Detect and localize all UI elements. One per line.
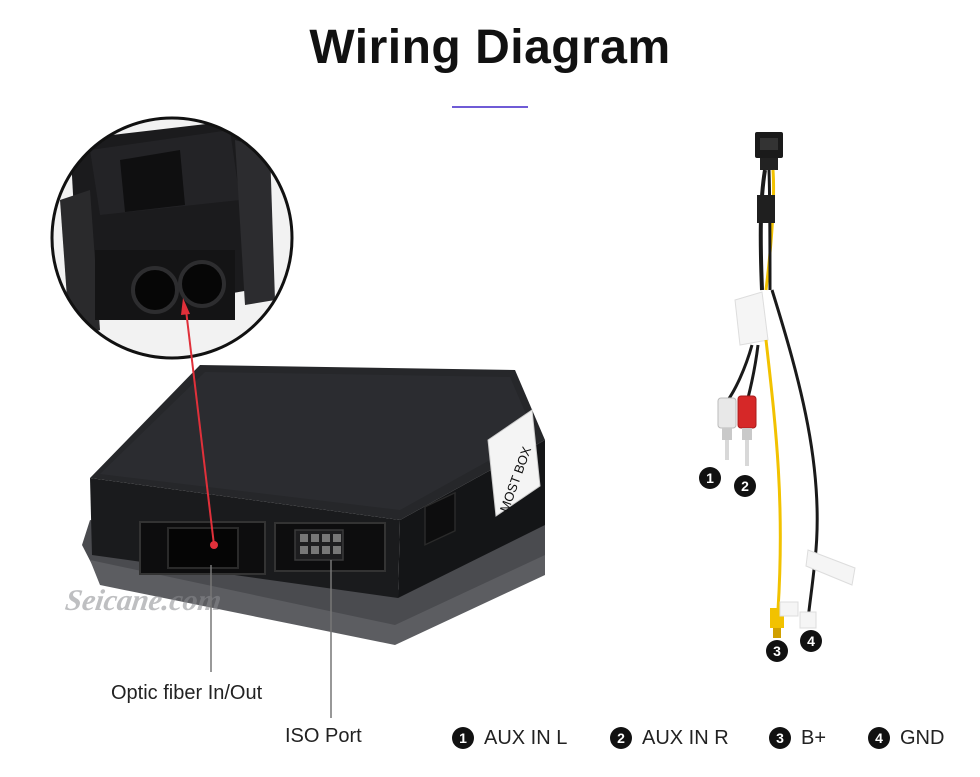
legend-item-gnd: 4 GND xyxy=(868,724,944,752)
optic-port xyxy=(139,521,266,575)
watermark: Seicane.com xyxy=(63,583,223,617)
legend-label: AUX IN L xyxy=(484,726,568,749)
legend-label: GND xyxy=(900,726,945,749)
wire-badge-1: 1 xyxy=(699,467,721,489)
optic-pointer-arrow xyxy=(181,298,215,546)
legend-label: B+ xyxy=(801,726,827,749)
wire-badge-2: 2 xyxy=(734,475,756,497)
iso-port-label: ISO Port xyxy=(285,725,362,747)
title-underline xyxy=(452,106,528,108)
legend-item-aux-in-l: 1 AUX IN L xyxy=(452,724,567,752)
legend-badge: 2 xyxy=(610,727,632,749)
most-box: MOST BOX Seicane.com xyxy=(63,365,545,645)
optic-fiber-label: Optic fiber In/Out xyxy=(111,682,263,704)
legend-item-aux-in-r: 2 AUX IN R xyxy=(610,724,729,752)
legend-label: AUX IN R xyxy=(642,726,729,749)
connector-zoom xyxy=(50,116,294,360)
legend-badge: 1 xyxy=(452,727,474,749)
legend-badge: 3 xyxy=(769,727,791,749)
page-title: Wiring Diagram xyxy=(309,21,671,74)
iso-port xyxy=(274,522,386,572)
legend-badge: 4 xyxy=(868,727,890,749)
wire-badge-3: 3 xyxy=(766,640,788,662)
legend-item-b-plus: 3 B+ xyxy=(769,724,826,752)
wire-badge-4: 4 xyxy=(800,630,822,652)
wire-harness xyxy=(717,132,856,638)
